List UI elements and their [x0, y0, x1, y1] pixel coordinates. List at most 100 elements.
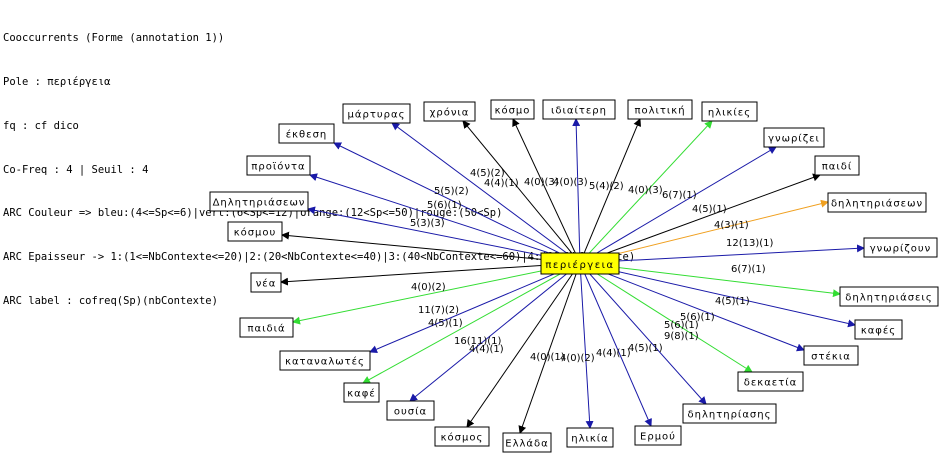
- graph-node-box: [343, 382, 380, 403]
- edge-line: [579, 262, 856, 328]
- edge-line: [369, 262, 581, 353]
- edge-label: 4(4)(1): [484, 178, 519, 189]
- edge-line: [579, 262, 707, 405]
- graph-node-box: [278, 123, 335, 144]
- graph-node-label: δηλητηρίασης: [688, 409, 772, 421]
- center-node-box: [540, 252, 620, 275]
- graph-node-box: [814, 155, 860, 176]
- graph-node-label: κόσμο: [495, 105, 531, 117]
- edge-line: [518, 262, 581, 434]
- edge-label: 9(8)(1): [664, 331, 699, 342]
- edge-label: 5(3)(3): [410, 218, 445, 229]
- graph-node-label: κόσμου: [234, 227, 277, 239]
- graph-node-label: προϊόντα: [251, 161, 305, 173]
- graph-node: πολιτική: [627, 99, 693, 120]
- graph-node: γνωρίζει: [763, 127, 825, 148]
- graph-node: καταναλωτές: [279, 350, 371, 371]
- graph-node-label: πολιτική: [634, 105, 685, 117]
- graph-node-box: [502, 432, 552, 453]
- graph-node-box: [279, 350, 371, 371]
- edge-line: [579, 262, 594, 429]
- graph-node-box: [854, 319, 903, 340]
- header-line-fq: fq : cf dico: [3, 119, 79, 132]
- edge-label: 4(0)(2): [560, 353, 595, 364]
- graph-node-label: δηλητηριάσεων: [831, 198, 923, 210]
- graph-node-box: [803, 345, 859, 366]
- edge-line: [579, 173, 821, 264]
- graph-node-label: ηλικία: [571, 433, 609, 445]
- edge-label: 5(5)(2): [434, 186, 469, 197]
- edge-label: 16(11)(1): [454, 336, 502, 347]
- graph-node: νέα: [250, 272, 282, 293]
- graph-node-box: [737, 371, 804, 392]
- graph-node: ηλικία: [566, 427, 614, 448]
- graph-node: κόσμου: [227, 221, 283, 242]
- graph-node-box: [434, 426, 490, 447]
- graph-node-label: γνωρίζει: [768, 133, 820, 145]
- graph-node: ηλικίες: [701, 101, 758, 122]
- edge-label: 4(4)(1): [596, 348, 631, 359]
- graph-node-box: [386, 400, 435, 421]
- graph-node-label: χρόνια: [430, 107, 470, 119]
- edge-label: 5(6)(1): [680, 312, 715, 323]
- graph-node-box: [250, 272, 282, 293]
- graph-node: Δηλητηριάσεων: [209, 191, 309, 212]
- graph-node-label: ηλικίες: [708, 107, 751, 119]
- graph-node-box: [227, 221, 283, 242]
- graph-node-label: στέκια: [811, 351, 851, 363]
- edge-label: 4(5)(2): [470, 168, 505, 179]
- header-info: Cooccurrents (Forme (annotation 1)) Pole…: [3, 2, 635, 323]
- edge-label: 4(0)(3): [628, 185, 663, 196]
- graph-node: στέκια: [803, 345, 859, 366]
- edge-label: 4(0)(3): [553, 177, 588, 188]
- edge-line: [281, 231, 581, 264]
- graph-node: παιδί: [814, 155, 860, 176]
- edge-line: [579, 262, 753, 373]
- graph-node-box: [490, 99, 535, 120]
- graph-node: Ερμού: [634, 425, 682, 446]
- edge-line: [579, 262, 652, 427]
- graph-node: δηλητηρίασης: [682, 403, 777, 424]
- graph-node: κόσμος: [434, 426, 490, 447]
- edge-line: [579, 146, 777, 264]
- graph-node-box: [763, 127, 825, 148]
- header-line-arc-color: ARC Couleur => bleu:(4<=Sp<=6)|vert:(6<S…: [3, 207, 503, 220]
- header-line-arc-label: ARC label : cofreq(Sp)(nbContexte): [3, 294, 218, 307]
- graph-node: γνωρίζουν: [863, 237, 938, 258]
- graph-node-box: [209, 191, 309, 212]
- graph-node-label: δηλητηριάσεις: [845, 292, 932, 304]
- edge-label: 4(5)(1): [715, 296, 750, 307]
- edge-label: 12(13)(1): [726, 238, 774, 249]
- edge-label: 4(4)(1): [469, 344, 504, 355]
- edge-line: [572, 118, 581, 264]
- edge-label: 5(6)(1): [664, 320, 699, 331]
- edge-label: 6(7)(1): [662, 190, 697, 201]
- graph-node-label: καφέ: [347, 388, 376, 400]
- graph-node-box: [682, 403, 777, 424]
- center-node-label: περιέργεια: [545, 259, 614, 271]
- edge-label: 5(4)(2): [589, 181, 624, 192]
- edge-label: 5(6)(1): [427, 200, 462, 211]
- graph-node: δηλητηριάσεις: [839, 286, 939, 307]
- graph-node-label: ουσία: [394, 406, 427, 418]
- graph-node: ιδιαίτερη: [542, 99, 616, 120]
- graph-node-box: [863, 237, 938, 258]
- header-line-pole: Pole : περιέργεια: [3, 75, 111, 88]
- graph-node: κόσμο: [490, 99, 535, 120]
- graph-node-label: κόσμος: [441, 432, 484, 444]
- graph-node-box: [839, 286, 939, 307]
- graph-node-label: νέα: [256, 278, 277, 290]
- graph-node-label: Ελλάδα: [505, 438, 548, 450]
- graph-node: μάρτυρας: [342, 103, 411, 124]
- edge-line: [579, 244, 865, 264]
- edge-line: [292, 262, 581, 325]
- graph-node: Ελλάδα: [502, 432, 552, 453]
- graph-node-box: [342, 103, 411, 124]
- graph-node-label: Δηλητηριάσεων: [213, 197, 306, 209]
- edge-line: [333, 142, 581, 264]
- header-line-title: Cooccurrents (Forme (annotation 1)): [3, 32, 225, 45]
- graph-node-box: [566, 427, 614, 448]
- edge-line: [579, 120, 713, 264]
- edge-line: [362, 262, 581, 384]
